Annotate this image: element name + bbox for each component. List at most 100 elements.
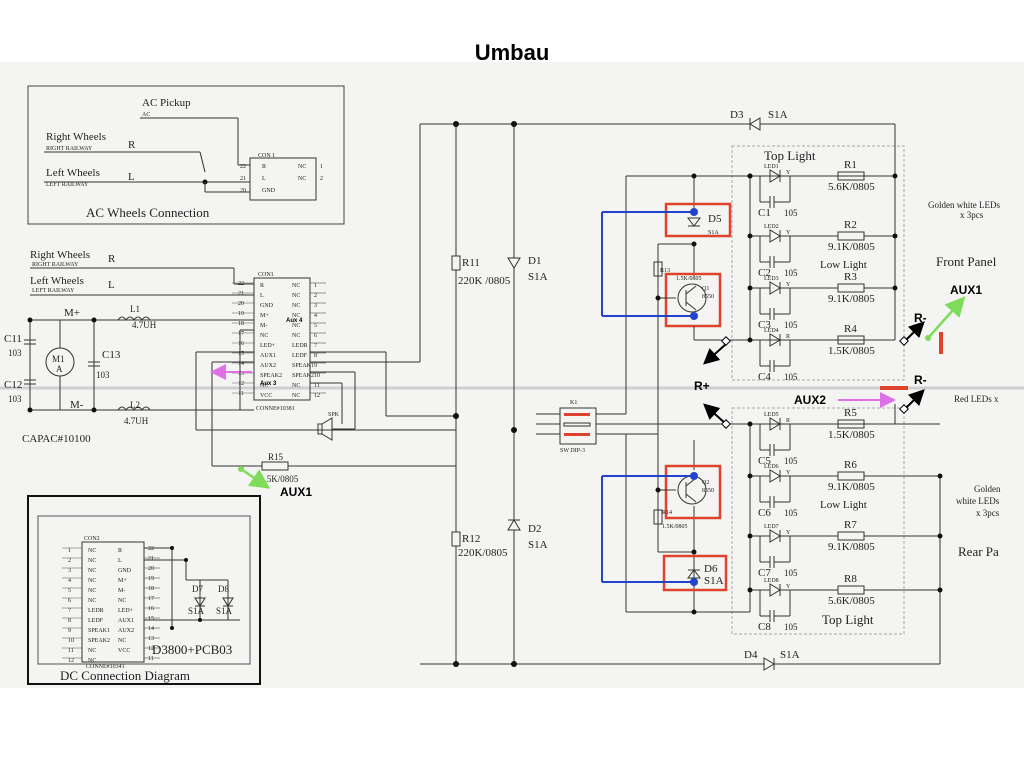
rear-led-icon bbox=[769, 583, 781, 597]
front-led-name: LED2 bbox=[764, 224, 779, 230]
d1-diode-icon bbox=[507, 257, 521, 269]
q2-highlight-box bbox=[664, 464, 722, 520]
front-led-color: R bbox=[786, 334, 790, 340]
d4-diode-icon bbox=[763, 657, 775, 671]
front-res-name: R3 bbox=[844, 271, 857, 283]
rear-cap-value: 105 bbox=[784, 456, 798, 466]
k1-dip-switch bbox=[559, 407, 597, 445]
c13-name: C13 bbox=[102, 349, 121, 361]
rear-led-color: Y bbox=[786, 530, 791, 536]
con1-num-21: 21 bbox=[240, 176, 246, 182]
con1-right-num: 9 bbox=[314, 363, 317, 369]
con2-right-num: 14 bbox=[148, 626, 154, 632]
front-top-light-label: Top Light bbox=[764, 148, 816, 163]
d5-value: S1A bbox=[708, 230, 719, 236]
r15-value: 1.5K/0805 bbox=[260, 474, 299, 484]
rear-led-name: LED6 bbox=[764, 464, 779, 470]
con1-left-pin: NC bbox=[260, 333, 268, 339]
front-led-color: Y bbox=[786, 282, 791, 288]
con2-right-num: 22 bbox=[148, 546, 154, 552]
con2-left-num: 5 bbox=[68, 588, 71, 594]
r-minus-label-2: R- bbox=[914, 373, 927, 387]
l1-name: L1 bbox=[130, 304, 140, 314]
con2-left-pin: NC bbox=[88, 658, 96, 664]
con1-nc-1: NC bbox=[298, 164, 306, 170]
r-minus-arrow-1 bbox=[903, 321, 925, 343]
front-cap-value: 105 bbox=[784, 320, 798, 330]
d2-value: S1A bbox=[528, 539, 548, 551]
front-led-icon bbox=[769, 169, 781, 183]
motor-a: A bbox=[56, 364, 63, 374]
speaker-icon bbox=[321, 417, 333, 441]
con1-main-block bbox=[253, 277, 311, 401]
main-left-railway: LEFT RAILWAY bbox=[32, 288, 75, 294]
con2-left-num: 7 bbox=[68, 608, 71, 614]
con2-right-pin: M- bbox=[118, 588, 125, 594]
c11-value: 103 bbox=[8, 348, 22, 358]
main-r-label: R bbox=[108, 253, 116, 265]
con1-right-pin: NC bbox=[292, 323, 300, 329]
con1-nc-num-1: 1 bbox=[320, 164, 323, 170]
con1-left-pin: SPEAK2 bbox=[260, 373, 282, 379]
rear-res-value: 5.6K/0805 bbox=[828, 595, 875, 607]
ac-box-border bbox=[27, 85, 345, 225]
con1-right-pin: NC bbox=[292, 393, 300, 399]
ac-pickup-label: AC Pickup bbox=[142, 97, 191, 109]
con1-right-num: 3 bbox=[314, 303, 317, 309]
rear-cap-name: C8 bbox=[758, 621, 771, 633]
middle-section: R11 220K /0805 R12 220K/0805 D1 S1A D2 S… bbox=[420, 109, 940, 671]
c12-name: C12 bbox=[4, 379, 22, 391]
con2-right-num: 11 bbox=[148, 656, 154, 662]
con2-right-pin: LED+ bbox=[118, 608, 134, 614]
d3-diode-icon bbox=[749, 117, 761, 131]
c12-value: 103 bbox=[8, 394, 22, 404]
front-cap-value: 105 bbox=[784, 372, 798, 382]
front-res-value: 5.6K/0805 bbox=[828, 181, 875, 193]
con1-left-num: 21 bbox=[238, 291, 244, 297]
rear-led-name: LED5 bbox=[764, 412, 779, 418]
con1-right-pin: LEDF bbox=[292, 353, 308, 359]
rear-led-color: Y bbox=[786, 470, 791, 476]
con1-right-pin: NC bbox=[292, 283, 300, 289]
con1-main-label: CON1 bbox=[258, 272, 274, 278]
d8-value: S1A bbox=[216, 606, 233, 616]
ac-wheels-box: AC Pickup AC Right Wheels RIGHT RAILWAY … bbox=[27, 85, 345, 225]
con2-right-pin: VCC bbox=[118, 648, 130, 654]
front-cap-name: C4 bbox=[758, 371, 771, 383]
con2-right-num: 15 bbox=[148, 616, 154, 622]
con1-left-num: 16 bbox=[238, 341, 244, 347]
front-light-section: D5 S1A R13 1.5K/0805 Q1 8550 Top Light L… bbox=[601, 124, 1000, 434]
r-minus-arrow-2 bbox=[903, 389, 925, 411]
sw-name: SW DIP-3 bbox=[560, 448, 585, 454]
con1-right-num: 7 bbox=[314, 343, 317, 349]
con2-right-num: 16 bbox=[148, 606, 154, 612]
d6-value: S1A bbox=[704, 575, 724, 587]
d8-name: D8 bbox=[218, 584, 229, 594]
front-cap-name: C1 bbox=[758, 207, 771, 219]
con2-right-pin: GND bbox=[118, 568, 132, 574]
main-right-wheels: Right Wheels bbox=[30, 249, 90, 261]
d7-diode-icon bbox=[194, 597, 206, 607]
rear-res-value: 9.1K/0805 bbox=[828, 481, 875, 493]
con1-right-num: 4 bbox=[314, 313, 317, 319]
con1-left-num: 12 bbox=[238, 381, 244, 387]
d3-value: S1A bbox=[768, 109, 788, 121]
front-res-name: R2 bbox=[844, 219, 857, 231]
front-res-name: R1 bbox=[844, 159, 857, 171]
con1-left-pin: NC bbox=[260, 383, 268, 389]
con2-left-pin: NC bbox=[88, 548, 96, 554]
con2-left-num: 9 bbox=[68, 628, 71, 634]
r-plus-label: R+ bbox=[694, 379, 710, 393]
front-golden-count: x 3pcs bbox=[960, 210, 984, 220]
con1-left-pin: L bbox=[260, 293, 264, 299]
con1-left-num: 11 bbox=[238, 391, 244, 397]
con1-left-pin: GND bbox=[260, 303, 274, 309]
con2-right-pin: NC bbox=[118, 598, 126, 604]
front-led-icon bbox=[769, 229, 781, 243]
con1-pin-r: R bbox=[262, 164, 266, 170]
motor-m1: M1 bbox=[52, 354, 65, 364]
con2-left-num: 10 bbox=[68, 638, 74, 644]
c13-value: 103 bbox=[96, 370, 110, 380]
aux2-label: AUX2 bbox=[794, 393, 826, 407]
con1-part-number: CONNE#10381 bbox=[256, 406, 295, 412]
